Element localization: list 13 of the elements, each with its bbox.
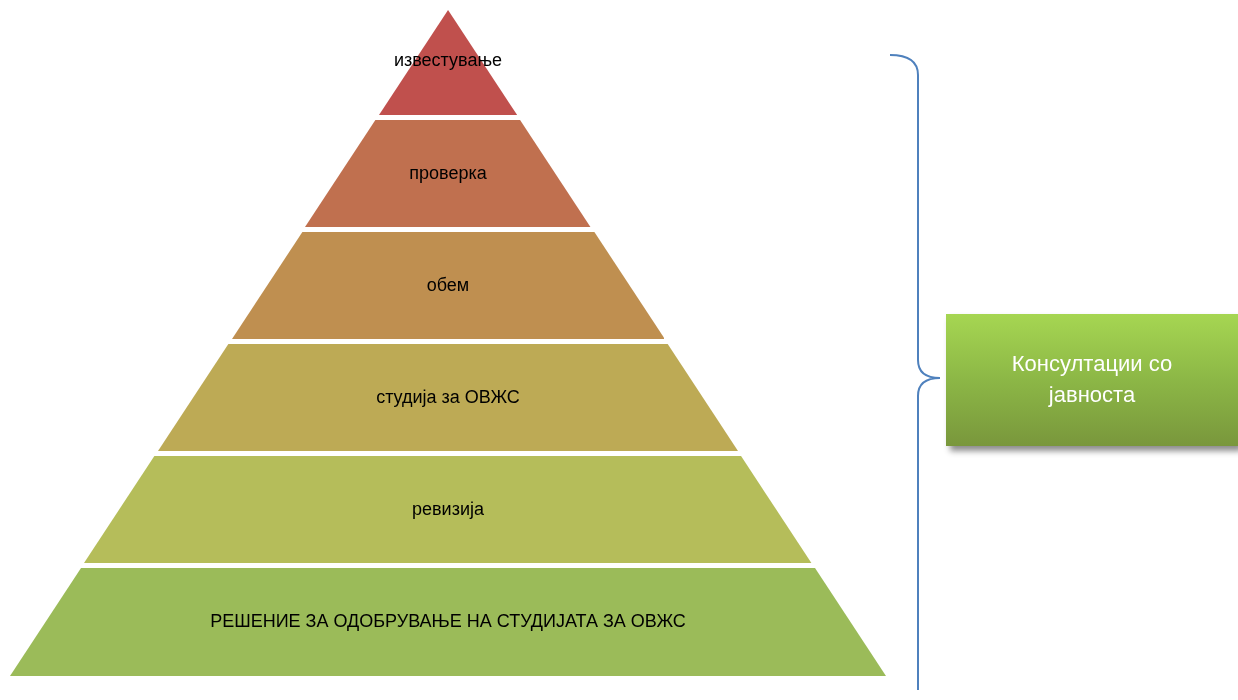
consultation-box	[946, 314, 1238, 446]
level-label: обем	[425, 274, 471, 296]
level-label: РЕШЕНИЕ ЗА ОДОБРУВАЊЕ НА СТУДИЈАТА ЗА ОВЖС	[209, 611, 687, 632]
pyramid-top-triangle	[378, 10, 518, 115]
level-label: студија за ОВЖС	[375, 386, 521, 408]
level-label: проверка	[408, 162, 488, 184]
pyramid-band	[84, 456, 812, 563]
box-label: Консултации со јавноста	[1010, 350, 1174, 409]
level-label: ревизија	[411, 498, 485, 520]
pyramid-band	[305, 120, 591, 227]
pyramid-band	[157, 344, 739, 451]
pyramid-band	[9, 568, 886, 676]
pyramid-band	[231, 232, 665, 339]
